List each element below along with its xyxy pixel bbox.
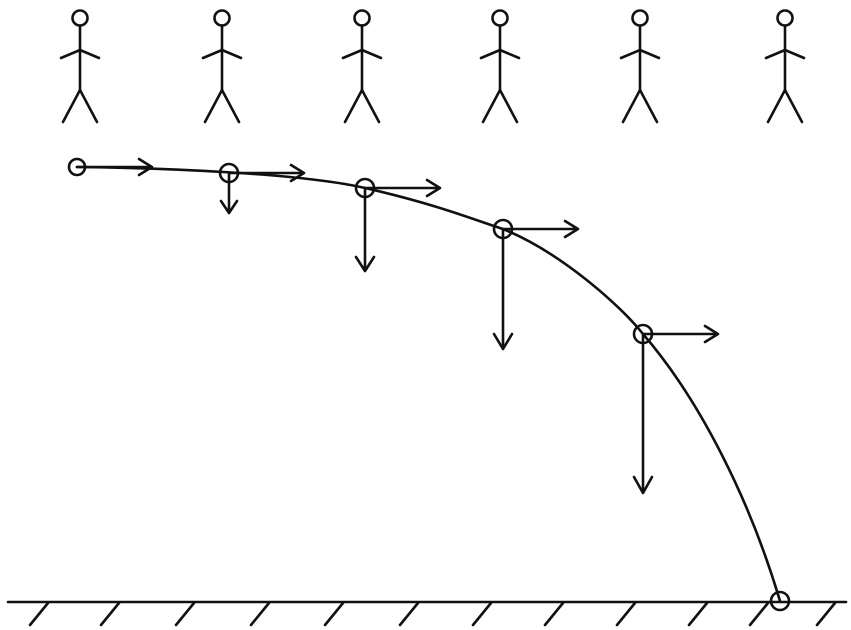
trajectory-curve — [75, 165, 782, 603]
horizontal-velocity-arrow-1 — [75, 157, 154, 177]
horizontal-velocity-arrow-3 — [363, 178, 442, 198]
ground — [6, 600, 848, 627]
horizontal-velocity-arrow-5 — [641, 324, 720, 344]
vertical-velocity-arrow-2 — [219, 171, 239, 215]
observer-figure-5 — [619, 9, 661, 124]
vertical-velocity-arrow-5 — [632, 332, 654, 495]
observer-figure-4 — [479, 9, 521, 124]
horizontal-velocity-arrow-4 — [501, 219, 580, 239]
observer-figure-6 — [764, 9, 806, 124]
observer-figure-2 — [201, 9, 243, 124]
vertical-velocity-arrow-3 — [354, 186, 376, 273]
observer-figure-3 — [341, 9, 383, 124]
observer-figure-1 — [59, 9, 101, 124]
vertical-velocity-arrow-4 — [492, 227, 514, 351]
horizontal-velocity-arrow-2 — [227, 163, 306, 183]
